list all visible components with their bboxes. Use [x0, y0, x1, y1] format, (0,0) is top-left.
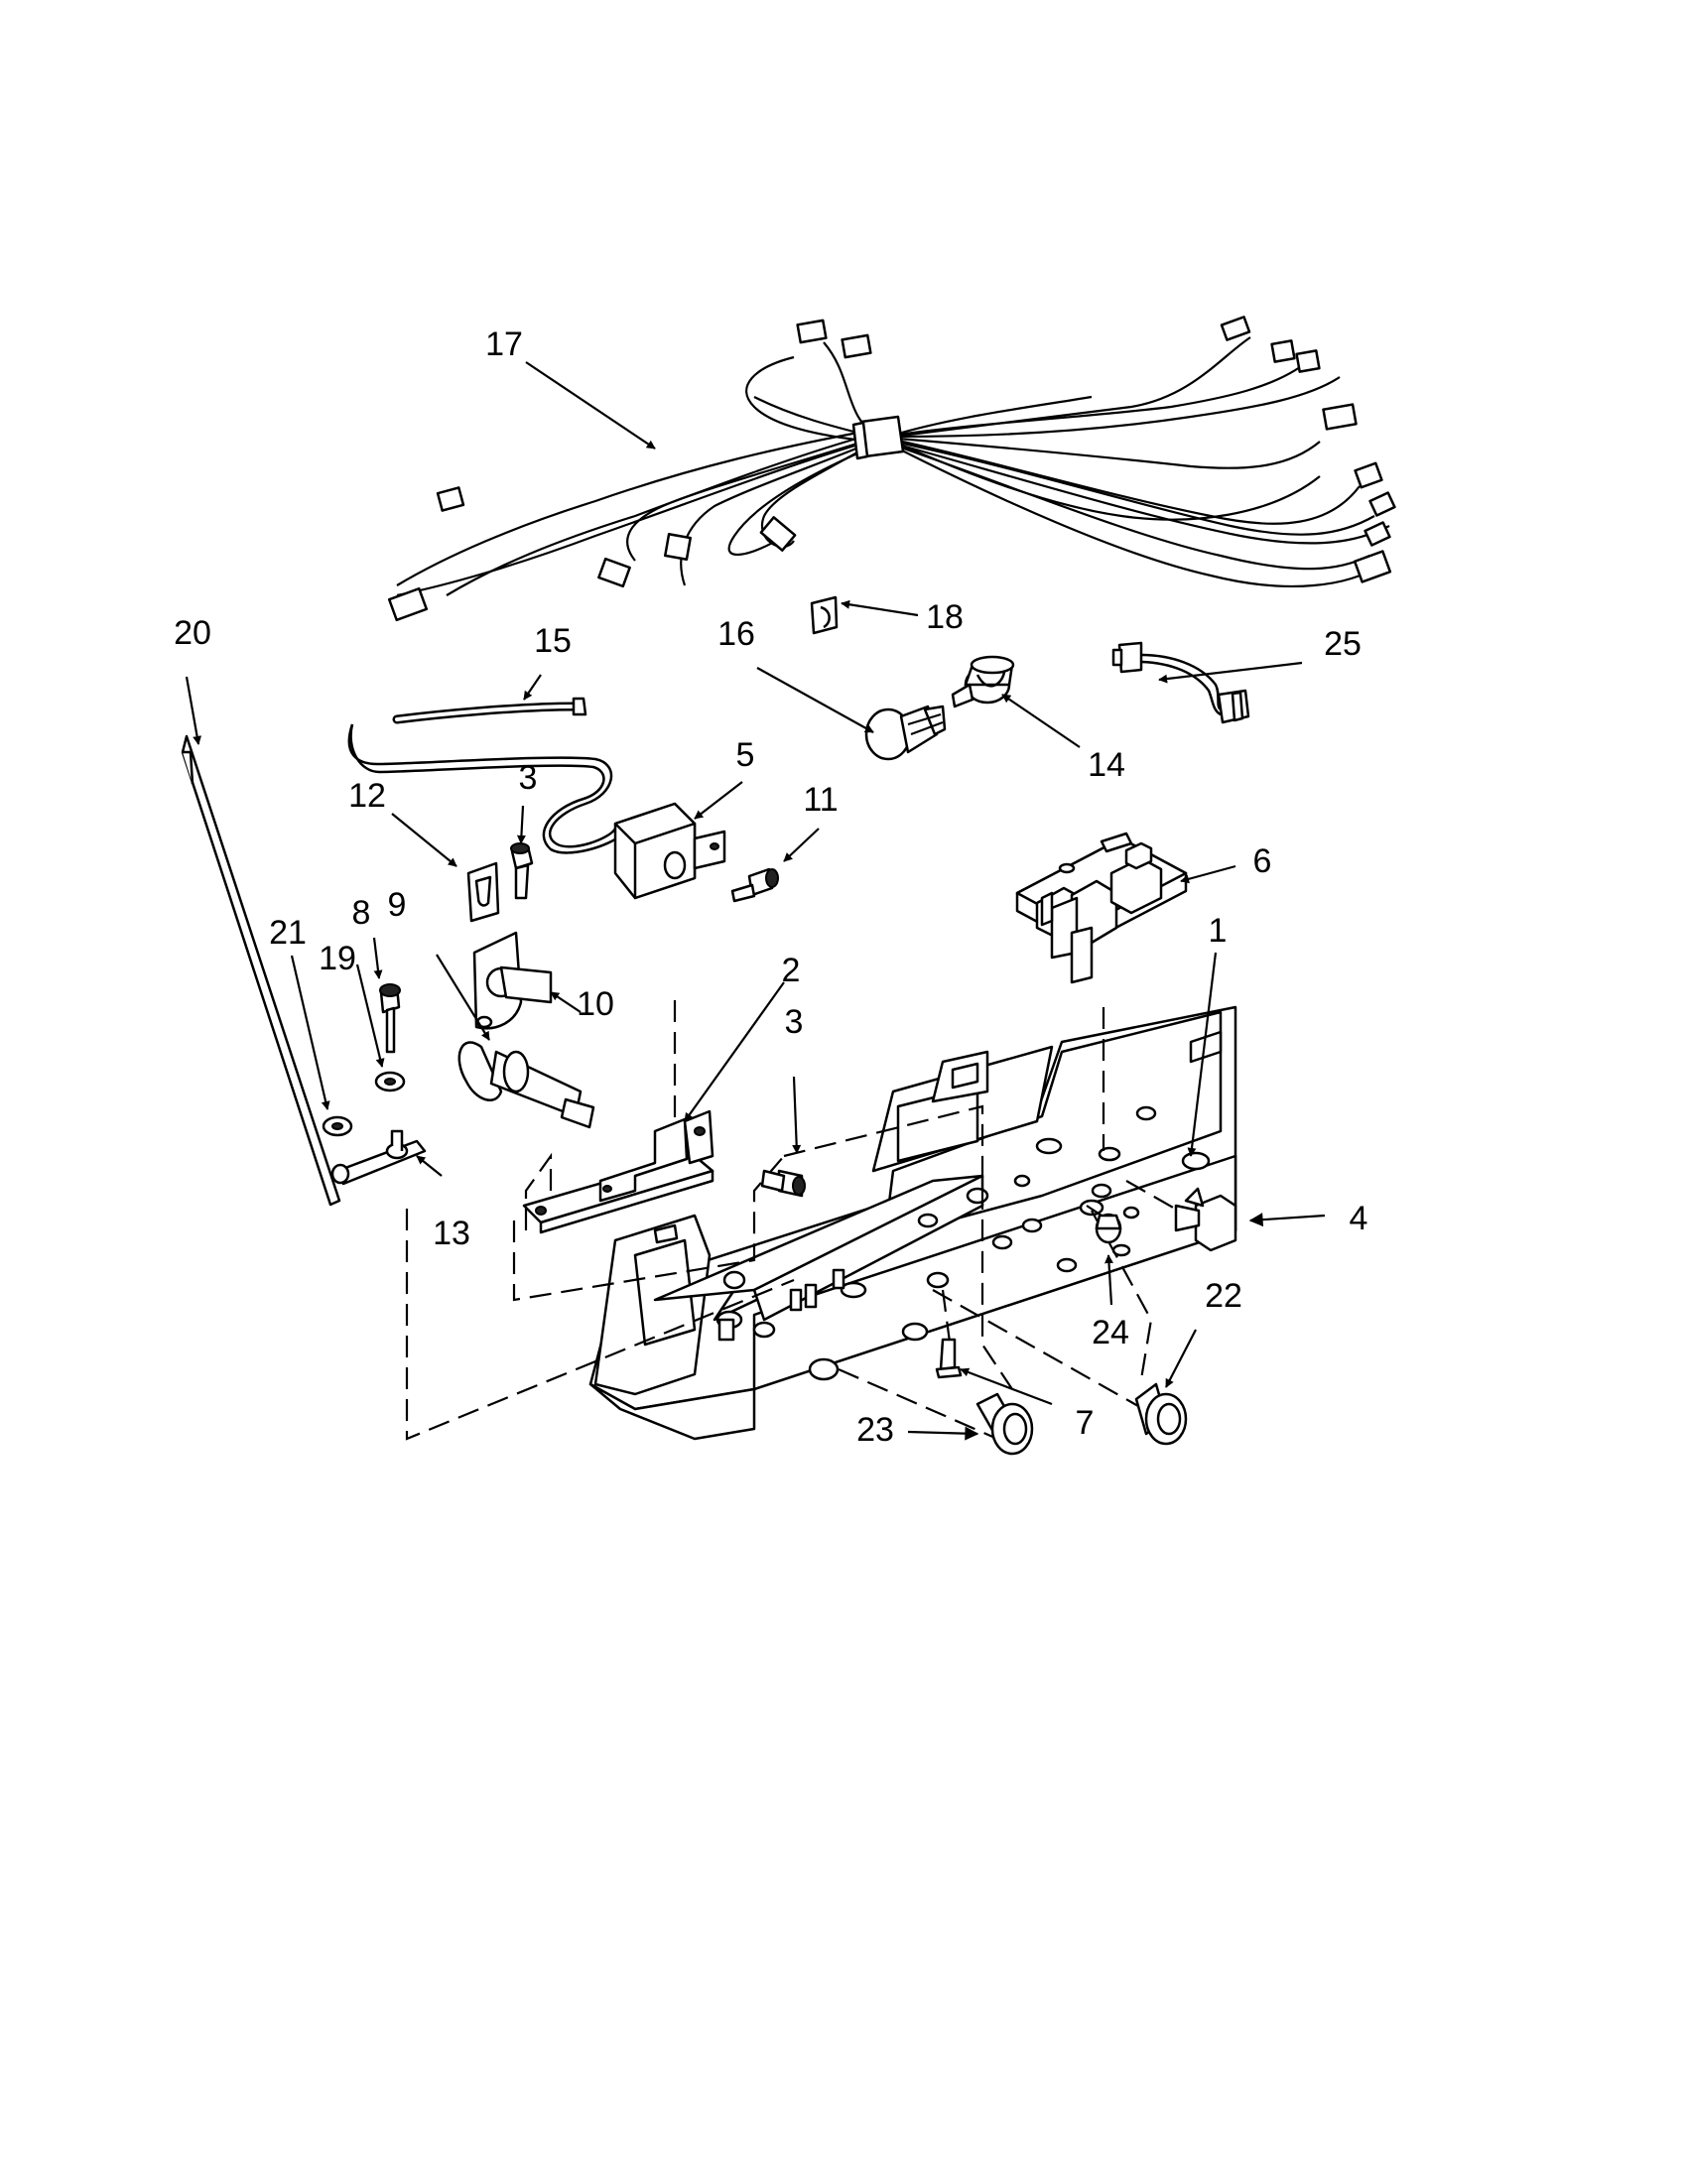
- callout-11: 11: [803, 781, 838, 819]
- leader-arrows: [185, 361, 1326, 1441]
- part-3-screw-upper: [510, 842, 534, 900]
- part-12-clip: [466, 861, 500, 923]
- part-13-lever: [330, 1129, 427, 1186]
- callout-20: 20: [174, 614, 211, 652]
- callout-6: 6: [1253, 842, 1272, 880]
- callout-21: 21: [269, 914, 307, 952]
- part-6-control-board: [1015, 832, 1188, 984]
- part-18-clip: [810, 595, 839, 635]
- part-19-washer: [374, 1071, 406, 1092]
- part-8-screw: [379, 983, 401, 1054]
- part-2-bracket-plate: [522, 1109, 714, 1234]
- callout-1: 1: [1209, 912, 1228, 950]
- callout-16: 16: [717, 615, 755, 653]
- callout-24: 24: [1092, 1314, 1129, 1351]
- part-10-bracket: [472, 931, 553, 1030]
- assembly-guide-lines: [405, 1000, 1197, 1441]
- callout-7: 7: [1076, 1404, 1095, 1442]
- part-11-screw: [730, 867, 779, 903]
- callout-25: 25: [1324, 625, 1362, 663]
- part-23-bezel: [975, 1392, 1034, 1456]
- part-15-tube: [392, 697, 587, 724]
- part-14-lamp-socket: [951, 655, 1015, 708]
- callout-12: 12: [348, 777, 386, 815]
- callout-19: 19: [319, 940, 356, 977]
- callout-18: 18: [926, 598, 964, 636]
- callout-22: 22: [1205, 1277, 1242, 1315]
- callout-labels: 17 20 15 16 18 25 14 5 11 12 3 6 1 8 9 2…: [174, 325, 1367, 1449]
- part-5-thermostat: [347, 723, 726, 900]
- callout-3-upper: 3: [519, 759, 538, 797]
- part-24-button: [1095, 1213, 1122, 1244]
- wiring-harness: [387, 316, 1396, 622]
- callout-17: 17: [485, 325, 523, 363]
- callout-4: 4: [1350, 1200, 1368, 1237]
- part-21-washer: [322, 1115, 353, 1137]
- part-7-screw: [935, 1338, 963, 1379]
- part-22-bezel: [1134, 1382, 1188, 1446]
- callout-15: 15: [534, 622, 572, 660]
- callout-23: 23: [856, 1411, 894, 1449]
- callout-10: 10: [577, 985, 614, 1023]
- part-4-switch: [1174, 1187, 1237, 1252]
- part-3-screw-lower: [760, 1169, 806, 1198]
- part-20-rod: [181, 734, 341, 1207]
- part-9-shaft: [457, 1041, 595, 1129]
- control-housing: [588, 1005, 1237, 1441]
- callout-5: 5: [736, 736, 755, 774]
- callout-13: 13: [433, 1215, 470, 1252]
- callout-8: 8: [352, 894, 371, 932]
- callout-2: 2: [782, 952, 801, 989]
- part-16-lamp: [864, 705, 947, 761]
- callout-3-lower: 3: [785, 1003, 804, 1041]
- callout-14: 14: [1088, 746, 1125, 784]
- part-25-jumper-harness: [1111, 641, 1250, 724]
- callout-9: 9: [388, 886, 407, 924]
